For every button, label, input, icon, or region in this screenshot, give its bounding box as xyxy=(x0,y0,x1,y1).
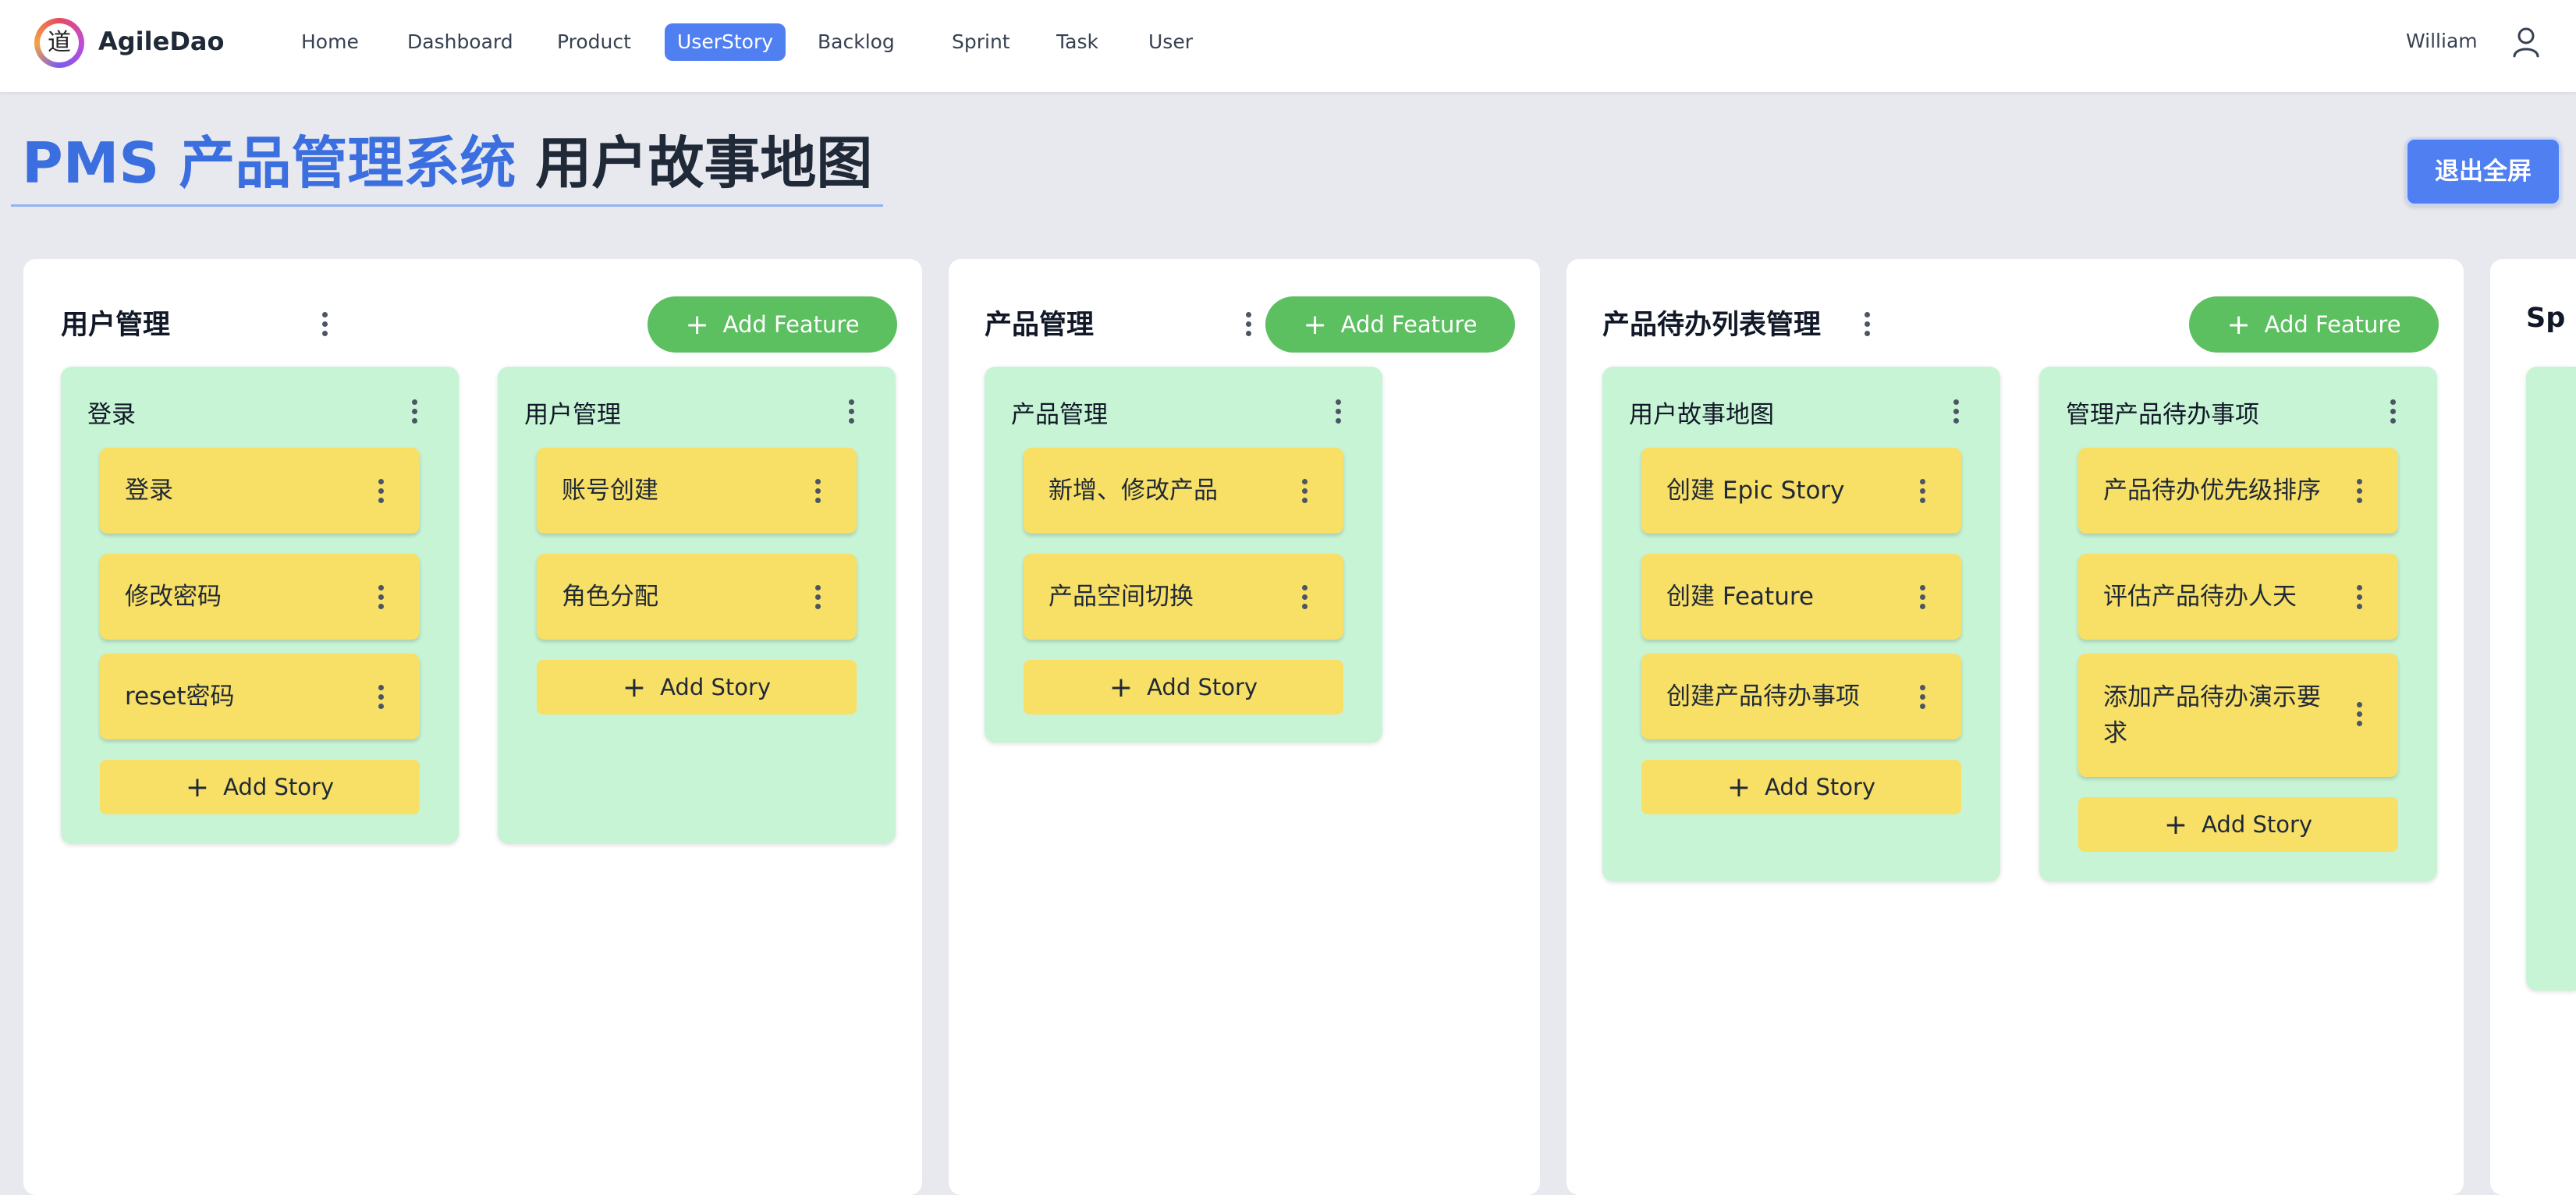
story-text: 创建 Feature xyxy=(1666,583,1814,611)
feature-title: 登录 xyxy=(87,401,136,429)
epic-column: 产品待办列表管理 +Add Feature 用户故事地图 创建 Epic Sto… xyxy=(1567,259,2464,1195)
story-text: 登录 xyxy=(125,477,173,505)
feature-title: 管理产品待办事项 xyxy=(2066,401,2259,429)
feature-title: 用户管理 xyxy=(524,401,621,429)
nav-sprint[interactable]: Sprint xyxy=(952,30,1010,53)
story-menu-icon[interactable] xyxy=(814,585,821,613)
story-card[interactable]: 评估产品待办人天 xyxy=(2078,554,2398,640)
epic-title[interactable]: Sp xyxy=(2526,303,2566,334)
feature-card[interactable]: 用户故事地图 创建 Epic Story 创建 Feature 创建产品待办事项… xyxy=(1602,367,2000,881)
feature-menu-icon[interactable] xyxy=(1952,399,1960,427)
page-title: PMS 产品管理系统 用户故事地图 xyxy=(11,126,884,207)
feature-card[interactable]: 登录 登录 修改密码 reset密码 +Add Story xyxy=(61,367,459,844)
exit-fullscreen-button[interactable]: 退出全屏 xyxy=(2405,137,2561,206)
epic-title[interactable]: 用户管理 xyxy=(61,310,171,341)
story-text: reset密码 xyxy=(125,683,235,711)
page-title-suffix: 用户故事地图 xyxy=(516,130,873,196)
story-menu-icon[interactable] xyxy=(377,585,385,613)
story-card[interactable]: 账号创建 xyxy=(537,448,857,534)
story-card[interactable]: 产品待办优先级排序 xyxy=(2078,448,2398,534)
nav-backlog[interactable]: Backlog xyxy=(818,30,895,53)
epic-column: 产品管理 +Add Feature 产品管理 新增、修改产品 产品空间切换 +A… xyxy=(949,259,1540,1195)
top-navbar: 道 AgileDao Home Dashboard Product UserSt… xyxy=(0,0,2576,92)
epic-title[interactable]: 产品管理 xyxy=(985,310,1095,341)
story-menu-icon[interactable] xyxy=(814,479,821,507)
story-menu-icon[interactable] xyxy=(1918,585,1926,613)
epic-title[interactable]: 产品待办列表管理 xyxy=(1602,310,1822,341)
story-menu-icon[interactable] xyxy=(1300,479,1308,507)
story-card[interactable]: reset密码 xyxy=(100,654,420,739)
nav-dashboard[interactable]: Dashboard xyxy=(407,30,513,53)
feature-title: 用户故事地图 xyxy=(1629,401,1774,429)
story-menu-icon[interactable] xyxy=(1300,585,1308,613)
nav-user[interactable]: User xyxy=(1148,30,1193,53)
story-menu-icon[interactable] xyxy=(2355,702,2363,730)
epic-column: 用户管理 +Add Feature 登录 登录 修改密码 reset密码 +Ad… xyxy=(23,259,922,1195)
logo-glyph: 道 xyxy=(40,23,79,62)
add-story-button[interactable]: +Add Story xyxy=(1641,760,1961,814)
epic-menu-icon[interactable] xyxy=(1244,312,1252,340)
add-feature-button[interactable]: +Add Feature xyxy=(2189,296,2439,353)
story-menu-icon[interactable] xyxy=(377,479,385,507)
epic-menu-icon[interactable] xyxy=(321,312,328,340)
story-card[interactable]: 角色分配 xyxy=(537,554,857,640)
brand-name[interactable]: AgileDao xyxy=(98,27,225,56)
story-text: 账号创建 xyxy=(562,477,658,505)
nav-task[interactable]: Task xyxy=(1056,30,1098,53)
story-card[interactable]: 修改密码 xyxy=(100,554,420,640)
feature-card[interactable]: 用户管理 账号创建 角色分配 +Add Story xyxy=(498,367,896,844)
nav-userstory[interactable]: UserStory xyxy=(665,23,786,61)
feature-card[interactable]: 产品管理 新增、修改产品 产品空间切换 +Add Story xyxy=(985,367,1382,743)
story-card[interactable]: 创建 Feature xyxy=(1641,554,1961,640)
feature-menu-icon[interactable] xyxy=(847,399,855,427)
feature-card[interactable] xyxy=(2526,367,2576,991)
story-card[interactable]: 创建 Epic Story xyxy=(1641,448,1961,534)
page-title-product: PMS 产品管理系统 xyxy=(22,130,516,196)
story-text: 角色分配 xyxy=(562,583,658,611)
feature-menu-icon[interactable] xyxy=(2389,399,2397,427)
story-menu-icon[interactable] xyxy=(2355,479,2363,507)
epic-column: Sp xyxy=(2490,259,2576,1195)
user-icon[interactable] xyxy=(2512,27,2540,58)
feature-title: 产品管理 xyxy=(1011,401,1108,429)
story-text: 修改密码 xyxy=(125,583,222,611)
add-story-button[interactable]: +Add Story xyxy=(537,660,857,715)
username[interactable]: William xyxy=(2406,30,2478,52)
story-text: 评估产品待办人天 xyxy=(2103,583,2297,611)
story-text: 添加产品待办演示要求 xyxy=(2103,683,2321,747)
story-card[interactable]: 产品空间切换 xyxy=(1024,554,1343,640)
story-card[interactable]: 创建产品待办事项 xyxy=(1641,654,1961,739)
add-feature-button[interactable]: +Add Feature xyxy=(1265,296,1515,353)
add-feature-button[interactable]: +Add Feature xyxy=(648,296,897,353)
feature-menu-icon[interactable] xyxy=(410,399,418,427)
story-card[interactable]: 登录 xyxy=(100,448,420,534)
add-story-button[interactable]: +Add Story xyxy=(2078,797,2398,852)
add-story-button[interactable]: +Add Story xyxy=(100,760,420,814)
story-text: 创建产品待办事项 xyxy=(1666,683,1860,711)
nav-product[interactable]: Product xyxy=(557,30,631,53)
nav-home[interactable]: Home xyxy=(301,30,359,53)
story-text: 新增、修改产品 xyxy=(1048,477,1218,505)
story-menu-icon[interactable] xyxy=(1918,479,1926,507)
feature-card[interactable]: 管理产品待办事项 产品待办优先级排序 评估产品待办人天 添加产品待办演示要求 +… xyxy=(2039,367,2437,881)
epic-menu-icon[interactable] xyxy=(1863,312,1871,340)
feature-menu-icon[interactable] xyxy=(1334,399,1342,427)
story-text: 产品空间切换 xyxy=(1048,583,1194,611)
story-card[interactable]: 新增、修改产品 xyxy=(1024,448,1343,534)
add-story-button[interactable]: +Add Story xyxy=(1024,660,1343,715)
logo-icon[interactable]: 道 xyxy=(34,18,84,68)
story-menu-icon[interactable] xyxy=(2355,585,2363,613)
story-text: 产品待办优先级排序 xyxy=(2103,477,2321,505)
story-menu-icon[interactable] xyxy=(1918,685,1926,713)
story-card[interactable]: 添加产品待办演示要求 xyxy=(2078,654,2398,777)
story-text: 创建 Epic Story xyxy=(1666,477,1845,505)
story-menu-icon[interactable] xyxy=(377,685,385,713)
